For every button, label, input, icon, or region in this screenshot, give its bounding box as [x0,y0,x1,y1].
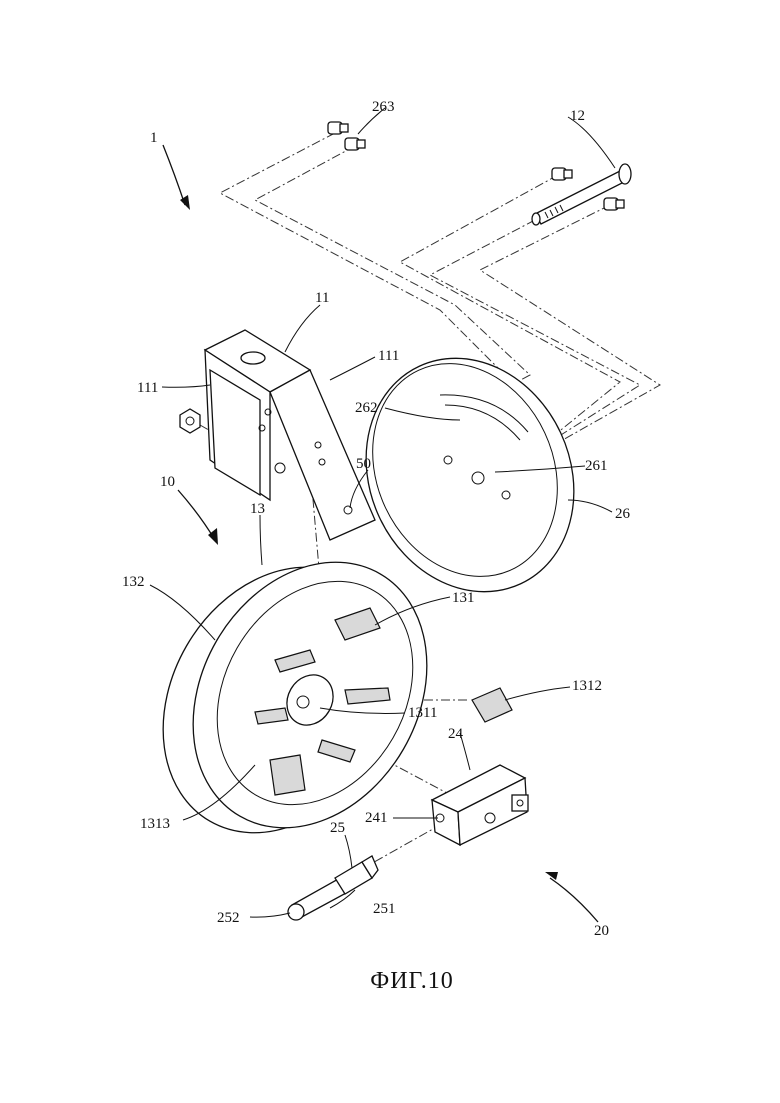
label-263: 263 [372,99,395,115]
label-241: 241 [365,810,388,826]
label-11: 11 [315,290,329,306]
label-10: 10 [160,474,175,490]
wheel-13 [116,520,473,875]
label-111-right: 111 [378,348,399,364]
axle-12 [532,164,631,225]
screw-2 [345,138,365,150]
label-132: 132 [122,574,145,590]
label-20: 20 [594,923,609,939]
pin-25 [288,856,378,920]
label-252: 252 [217,910,240,926]
label-25: 25 [330,820,345,836]
label-1311: 1311 [408,705,437,721]
label-111-left: 111 [137,380,158,396]
label-24: 24 [448,726,464,742]
figure-caption: ФИГ.10 [370,968,453,994]
label-1313: 1313 [140,816,170,832]
label-12: 12 [570,108,585,124]
screw-1 [328,122,348,134]
nut [180,409,200,433]
label-50: 50 [356,456,371,472]
bracket-11 [205,330,375,540]
label-13: 13 [250,501,265,517]
block-24 [432,765,528,845]
label-262: 262 [355,400,378,416]
label-26: 26 [615,506,631,522]
plate-1312 [472,688,512,722]
screw-3 [552,168,572,180]
label-251: 251 [373,901,396,917]
label-131: 131 [452,590,475,606]
label-1: 1 [150,130,158,146]
label-261: 261 [585,458,608,474]
label-1312: 1312 [572,678,602,694]
screw-4 [604,198,624,210]
